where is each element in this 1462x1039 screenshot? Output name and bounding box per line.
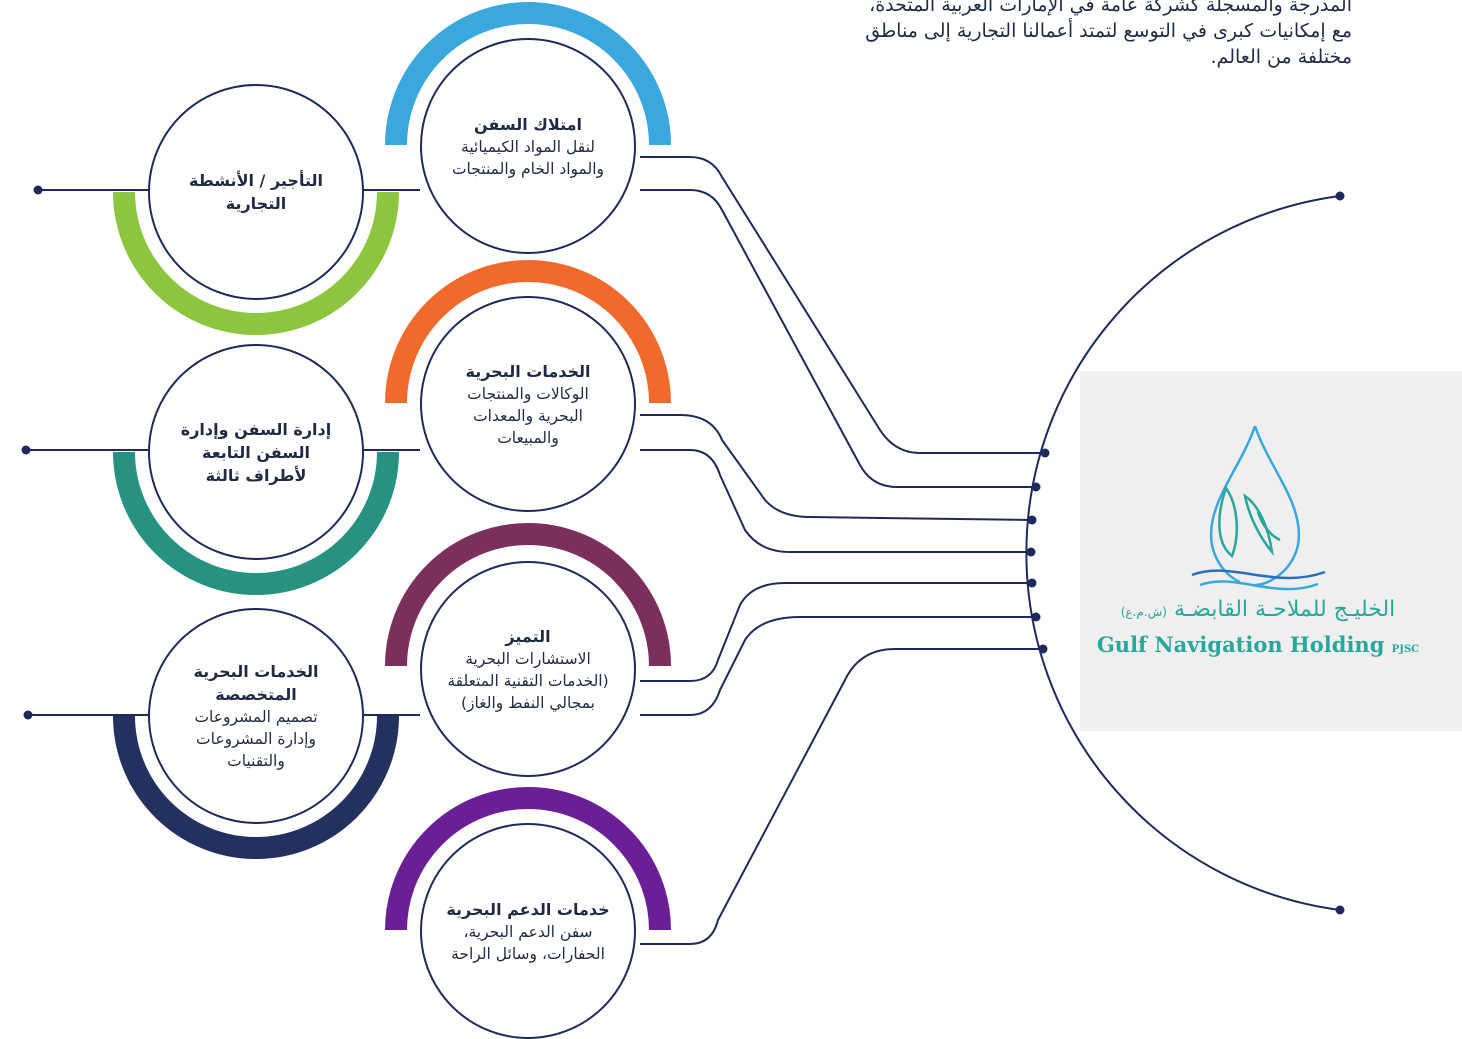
intro-line: مختلفة من العالم. (1210, 46, 1352, 68)
hub-arc-end-dot (1335, 191, 1345, 201)
node-title: إدارة السفن وإدارة السفن التابعة لأطراف … (180, 419, 332, 485)
hub-arc-end-dot (1335, 905, 1345, 915)
node-specialized-services: الخدمات البحرية المتخصصة تصميم المشروعات… (148, 608, 364, 824)
node-support-services: خدمات الدعم البحرية سفن الدعم البحرية، ا… (420, 823, 636, 1039)
node-excellence: التميز الاستشارات البحرية (الخدمات التقن… (420, 561, 636, 777)
hub-arc (1025, 195, 1341, 911)
hub-dot (1027, 578, 1037, 588)
node-subtitle: تصميم المشروعات وإدارة المشروعات والتقني… (194, 708, 318, 770)
logo-name-ar: الخليـج للملاحـة القابضـة (1173, 597, 1396, 622)
arc-excellence (385, 523, 671, 667)
node-title: الخدمات البحرية (465, 361, 591, 381)
node-title: امتلاك السفن (474, 114, 582, 134)
hub-connector (640, 189, 1036, 488)
node-subtitle: الوكالات والمنتجات البحرية والمعدات والم… (467, 384, 589, 447)
node-title: خدمات الدعم البحرية (446, 899, 610, 919)
connector-dot (23, 710, 33, 720)
hub-dot (1026, 547, 1036, 557)
connector-dot (33, 185, 43, 195)
arc-specialized-services (113, 715, 399, 859)
hub-connector (640, 648, 1043, 945)
hub-connector (640, 449, 1031, 553)
node-marine-services: الخدمات البحرية الوكالات والمنتجات البحر… (420, 296, 636, 512)
node-subtitle: سفن الدعم البحرية، الحفارات، وسائل الراح… (451, 922, 605, 963)
node-subtitle: الاستشارات البحرية (الخدمات التقنية المت… (447, 649, 609, 712)
hub-connector (640, 156, 1045, 454)
node-title: التأجير / الأنشطة التجارية (188, 171, 323, 213)
hub-dot (1040, 448, 1050, 458)
intro-paragraph: المدرجة والمسجلة كشركة عامة في الإمارات … (760, 0, 1352, 70)
hub-connector (640, 616, 1036, 716)
logo-suffix-en: PJSC (1391, 644, 1420, 655)
hub-connector (640, 414, 1033, 521)
logo-name-en: Gulf Navigation Holding (1096, 632, 1385, 657)
logo-name-english: Gulf Navigation Holding PJSC (1085, 632, 1431, 657)
intro-line: المدرجة والمسجلة كشركة عامة في الإمارات … (869, 0, 1352, 16)
arc-ship-ownership (385, 2, 671, 146)
node-title: التميز (505, 626, 551, 646)
hub-dot (1031, 612, 1041, 622)
arc-marine-services (385, 260, 671, 404)
logo-suffix-ar: (ش.م.ع) (1120, 605, 1167, 619)
arc-support-services (385, 787, 671, 931)
node-ship-management: إدارة السفن وإدارة السفن التابعة لأطراف … (148, 344, 364, 560)
node-subtitle: لنقل المواد الكيميائية والمواد الخام وال… (451, 137, 605, 178)
node-chartering: التأجير / الأنشطة التجارية (148, 84, 364, 300)
connector-dot (21, 445, 31, 455)
arc-chartering (113, 191, 399, 335)
intro-line: مع إمكانيات كبرى في التوسع لتمتد أعمالنا… (865, 20, 1352, 42)
arc-ship-management (113, 451, 399, 595)
gulf-navigation-logo-icon (1191, 425, 1326, 591)
node-title: الخدمات البحرية المتخصصة (193, 662, 319, 704)
node-ship-ownership: امتلاك السفن لنقل المواد الكيميائية والم… (420, 38, 636, 254)
hub-dot (1031, 482, 1041, 492)
hub-connector (640, 582, 1032, 682)
hub-dot (1038, 644, 1048, 654)
hub-dot (1027, 515, 1037, 525)
logo-name-arabic: الخليـج للملاحـة القابضـة (ش.م.ع) (1085, 597, 1431, 622)
